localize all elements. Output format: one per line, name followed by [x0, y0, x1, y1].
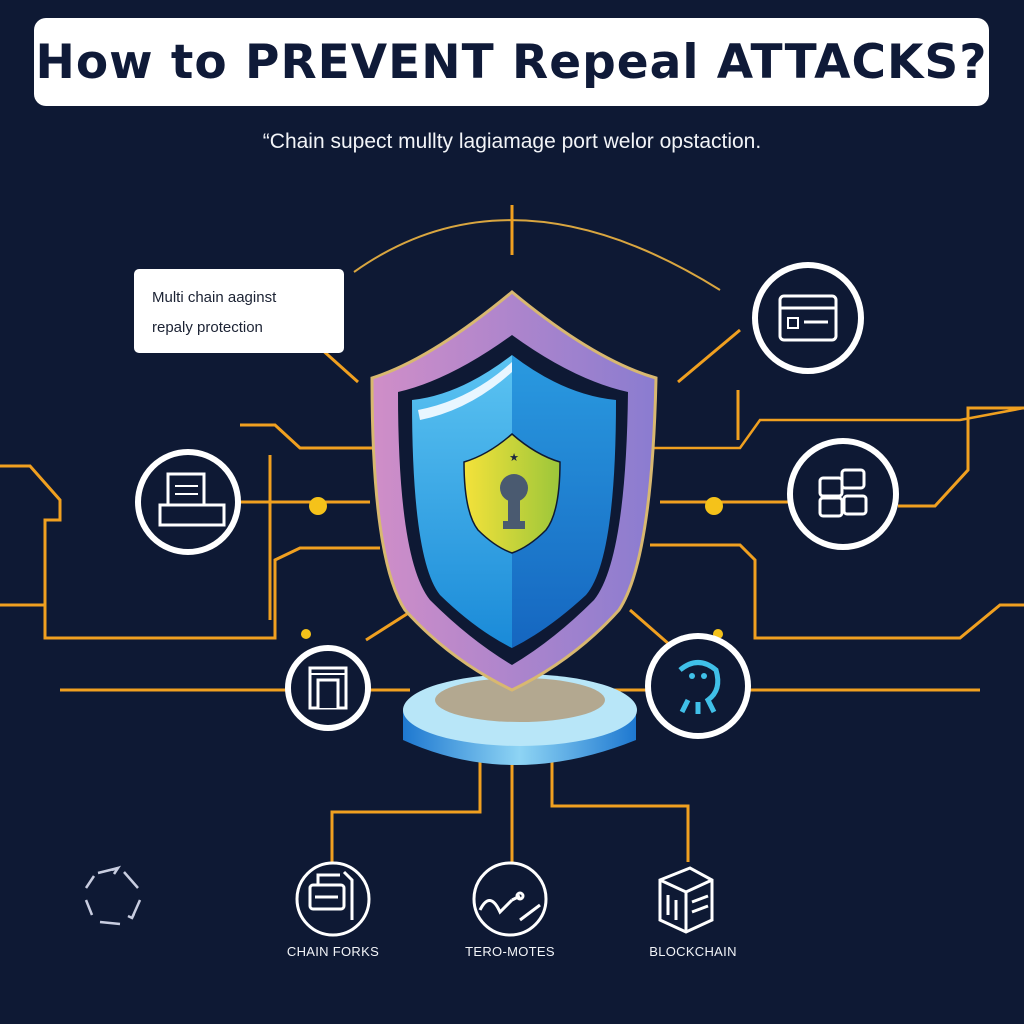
stacked-documents-icon [295, 861, 371, 937]
title-banner: How to PREVENT Repeal ATTACKS? [34, 18, 989, 106]
recycle-arrows-icon [84, 865, 142, 926]
svg-text:★: ★ [509, 451, 519, 464]
callout-line-2: repaly protection [152, 319, 263, 336]
label-chain-forks: CHAIN FORKS [286, 944, 380, 959]
shield-keyhole-icon: ★ [370, 290, 658, 692]
block-cube-icon [658, 866, 714, 934]
subtitle: “Chain supect mullty lagiamage port welo… [262, 130, 762, 153]
label-blockchain: BLOCKCHAIN [649, 944, 737, 959]
database-blocks-icon [787, 438, 899, 550]
id-card-icon [752, 262, 864, 374]
shield-pedestal [403, 674, 637, 765]
gateway-icon [285, 645, 371, 731]
connector-dots [301, 497, 723, 639]
callout-line-1: Multi chain aaginst [152, 289, 277, 306]
label-tero-motes: TERO-MOTES [465, 944, 555, 959]
connector-lines [0, 205, 1024, 862]
documents-icon [135, 449, 241, 555]
callout-box: Multi chain aaginst repaly protection [134, 269, 344, 353]
globe-network-icon [472, 861, 548, 937]
octopus-icon [645, 633, 751, 739]
page-title: How to PREVENT Repeal ATTACKS? [35, 34, 988, 90]
